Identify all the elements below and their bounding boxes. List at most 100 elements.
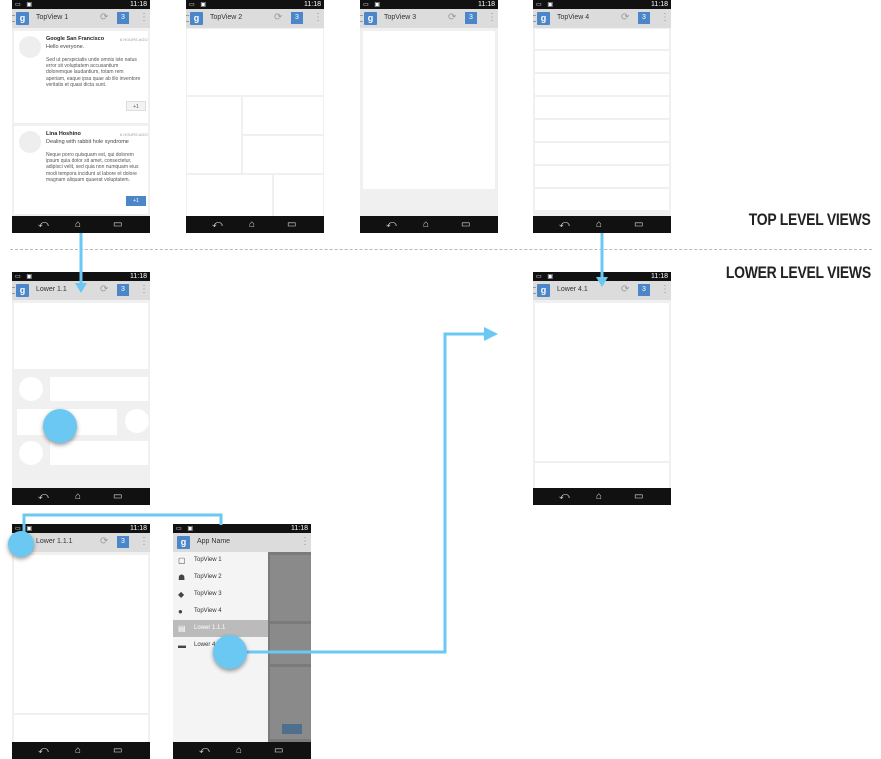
plus-one-button[interactable]: +1 (126, 101, 146, 111)
drawer-item-topview-3[interactable]: ◆ TopView 3 (173, 586, 268, 603)
overflow-menu-icon[interactable]: ⋮ (487, 12, 497, 23)
back-icon[interactable]: ⤺ (199, 745, 210, 756)
status-time: 11:18 (291, 525, 308, 532)
recent-apps-icon[interactable]: ▭ (634, 219, 644, 230)
refresh-icon[interactable]: ⟳ (100, 536, 109, 547)
recent-apps-icon[interactable]: ▭ (113, 491, 123, 502)
refresh-icon[interactable]: ⟳ (100, 12, 109, 23)
back-icon[interactable]: ⤺ (559, 219, 570, 230)
home-icon[interactable]: ⌂ (236, 745, 243, 756)
content-panel (363, 31, 495, 189)
drawer-item-topview-1[interactable]: ▢ TopView 1 (173, 552, 268, 569)
drawer-item-label: TopView 2 (194, 574, 222, 580)
app-logo-icon[interactable]: g (16, 284, 29, 297)
notification-badge[interactable]: 3 (638, 12, 650, 24)
screen-title: Lower 1.1.1 (36, 538, 73, 545)
notification-badge[interactable]: 3 (638, 284, 650, 296)
list-item[interactable] (535, 143, 669, 164)
recent-apps-icon[interactable]: ▭ (634, 491, 644, 502)
app-logo-icon[interactable]: g (537, 284, 550, 297)
home-icon[interactable]: ⌂ (75, 219, 82, 230)
screen-lower-1-1-1: ▭ ▣11:18 g Lower 1.1.1 ⟳ 3 ⋮ ⤺ ⌂ ▭ (12, 524, 150, 759)
recent-apps-icon[interactable]: ▭ (113, 219, 123, 230)
app-logo-icon[interactable]: g (16, 12, 29, 25)
drawer-indicator-icon (186, 15, 189, 22)
post-time: 6 HOURS AGO (120, 37, 148, 42)
status-time: 11:18 (651, 1, 668, 8)
list-item[interactable] (535, 51, 669, 72)
content-panel (14, 555, 148, 713)
app-logo-icon[interactable]: g (177, 536, 190, 549)
refresh-icon[interactable]: ⟳ (448, 12, 457, 23)
status-icons: ▭ ▣ (189, 2, 209, 8)
post-card[interactable]: Lina Hoshino 6 HOURS AGO Dealing with ra… (14, 126, 148, 214)
refresh-icon[interactable]: ⟳ (100, 284, 109, 295)
heading-top-level: TOP LEVEL VIEWS (749, 210, 871, 229)
action-bar: g TopView 1 ⟳ 3 ⋮ (12, 9, 150, 28)
tile[interactable] (243, 136, 323, 173)
home-icon[interactable]: ⌂ (596, 491, 603, 502)
home-icon[interactable]: ⌂ (75, 491, 82, 502)
back-icon[interactable]: ⤺ (38, 745, 49, 756)
back-icon[interactable]: ⤺ (386, 219, 397, 230)
notification-badge[interactable]: 3 (117, 536, 129, 548)
back-icon[interactable]: ⤺ (38, 491, 49, 502)
back-icon[interactable]: ⤺ (212, 219, 223, 230)
list-item[interactable] (50, 441, 148, 465)
recent-apps-icon[interactable]: ▭ (461, 219, 471, 230)
plus-one-button[interactable]: +1 (126, 196, 146, 206)
notification-badge[interactable]: 3 (465, 12, 477, 24)
overflow-menu-icon[interactable]: ⋮ (313, 12, 323, 23)
back-icon[interactable]: ⤺ (559, 491, 570, 502)
action-bar: g Lower 1.1 ⟳ 3 ⋮ (12, 281, 150, 300)
recent-apps-icon[interactable]: ▭ (113, 745, 123, 756)
drawer-item-topview-2[interactable]: ☗ TopView 2 (173, 569, 268, 586)
drawer-item-lower-4-1[interactable]: ▬ Lower 4.1 (173, 637, 268, 654)
tile[interactable] (187, 29, 323, 95)
list-item[interactable] (535, 29, 669, 49)
overflow-menu-icon[interactable]: ⋮ (139, 12, 149, 23)
notification-badge[interactable]: 3 (117, 12, 129, 24)
screen-title: TopView 2 (210, 14, 243, 21)
list-item[interactable] (535, 166, 669, 187)
refresh-icon[interactable]: ⟳ (274, 12, 283, 23)
refresh-icon[interactable]: ⟳ (621, 12, 630, 23)
action-bar: g App Name ⋮ (173, 533, 311, 552)
tile-grid (186, 28, 324, 216)
overflow-menu-icon[interactable]: ⋮ (139, 284, 149, 295)
list-item[interactable] (535, 74, 669, 95)
tile[interactable] (187, 97, 241, 173)
app-logo-icon[interactable]: g (537, 12, 550, 25)
home-icon[interactable]: ⌂ (249, 219, 256, 230)
tile[interactable] (274, 175, 323, 216)
status-bar: ▭ ▣11:18 (12, 272, 150, 281)
recent-apps-icon[interactable]: ▭ (274, 745, 284, 756)
avatar (125, 409, 149, 433)
overflow-menu-icon[interactable]: ⋮ (300, 536, 310, 547)
overflow-menu-icon[interactable]: ⋮ (660, 284, 670, 295)
home-icon[interactable]: ⌂ (75, 745, 82, 756)
home-icon[interactable]: ⌂ (423, 219, 430, 230)
post-tagline: Dealing with rabbit hole syndrome (46, 139, 129, 145)
list-item[interactable] (50, 377, 148, 401)
list-item[interactable] (535, 189, 669, 210)
recent-apps-icon[interactable]: ▭ (287, 219, 297, 230)
list-item[interactable] (535, 120, 669, 141)
app-logo-icon[interactable]: g (364, 12, 377, 25)
home-icon[interactable]: ⌂ (596, 219, 603, 230)
overflow-menu-icon[interactable]: ⋮ (660, 12, 670, 23)
notification-badge[interactable]: 3 (117, 284, 129, 296)
status-time: 11:18 (304, 1, 321, 8)
back-icon[interactable]: ⤺ (38, 219, 49, 230)
app-logo-icon[interactable]: g (190, 12, 203, 25)
drawer-item-lower-1-1-1[interactable]: ▤ Lower 1.1.1 (173, 620, 268, 637)
list-item[interactable] (535, 97, 669, 118)
tile[interactable] (243, 97, 323, 134)
drawer-item-topview-4[interactable]: ● TopView 4 (173, 603, 268, 620)
action-bar: g TopView 3 ⟳ 3 ⋮ (360, 9, 498, 28)
notification-badge[interactable]: 3 (291, 12, 303, 24)
post-card[interactable]: Google San Francisco 6 HOURS AGO Hello e… (14, 31, 148, 123)
overflow-menu-icon[interactable]: ⋮ (139, 536, 149, 547)
tile[interactable] (187, 175, 272, 216)
refresh-icon[interactable]: ⟳ (621, 284, 630, 295)
